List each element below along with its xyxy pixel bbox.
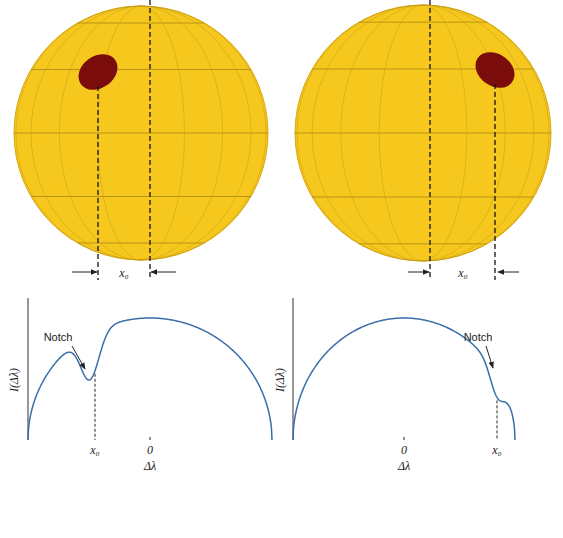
star-sphere bbox=[14, 0, 268, 280]
axis-tick-label: 0 bbox=[145, 444, 155, 456]
axis-tick-label: x₀ bbox=[490, 444, 504, 456]
axis-tick-label: x₀ bbox=[88, 444, 102, 456]
axis-label: I(Δλ) bbox=[274, 366, 286, 394]
callout-label: Notch bbox=[42, 332, 75, 343]
line-profile-plot bbox=[28, 298, 272, 440]
axis-tick-label: x₀ bbox=[117, 267, 131, 279]
axis-tick-label: 0 bbox=[399, 444, 409, 456]
axis-label: I(Δλ) bbox=[8, 366, 20, 394]
axis-tick-label: Δλ bbox=[396, 460, 412, 472]
callout-label: Notch bbox=[462, 332, 495, 343]
star-sphere bbox=[295, 0, 551, 280]
axis-tick-label: x₀ bbox=[456, 267, 470, 279]
line-profile-plot bbox=[293, 298, 515, 440]
axis-tick-label: Δλ bbox=[142, 460, 158, 472]
